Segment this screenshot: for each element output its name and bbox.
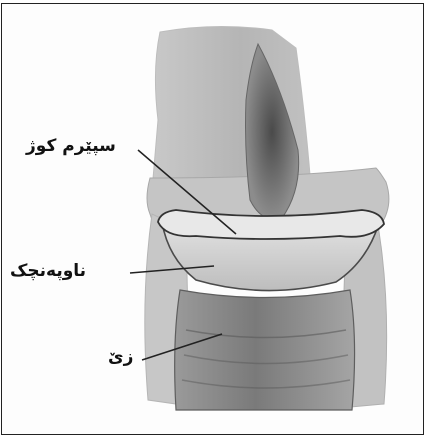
label-vagina: زێ	[108, 349, 133, 366]
label-cap: ناوپەنچک	[10, 263, 86, 280]
label-spermicide: سپێرم کوژ	[26, 138, 116, 155]
vaginal-canal	[175, 290, 355, 410]
